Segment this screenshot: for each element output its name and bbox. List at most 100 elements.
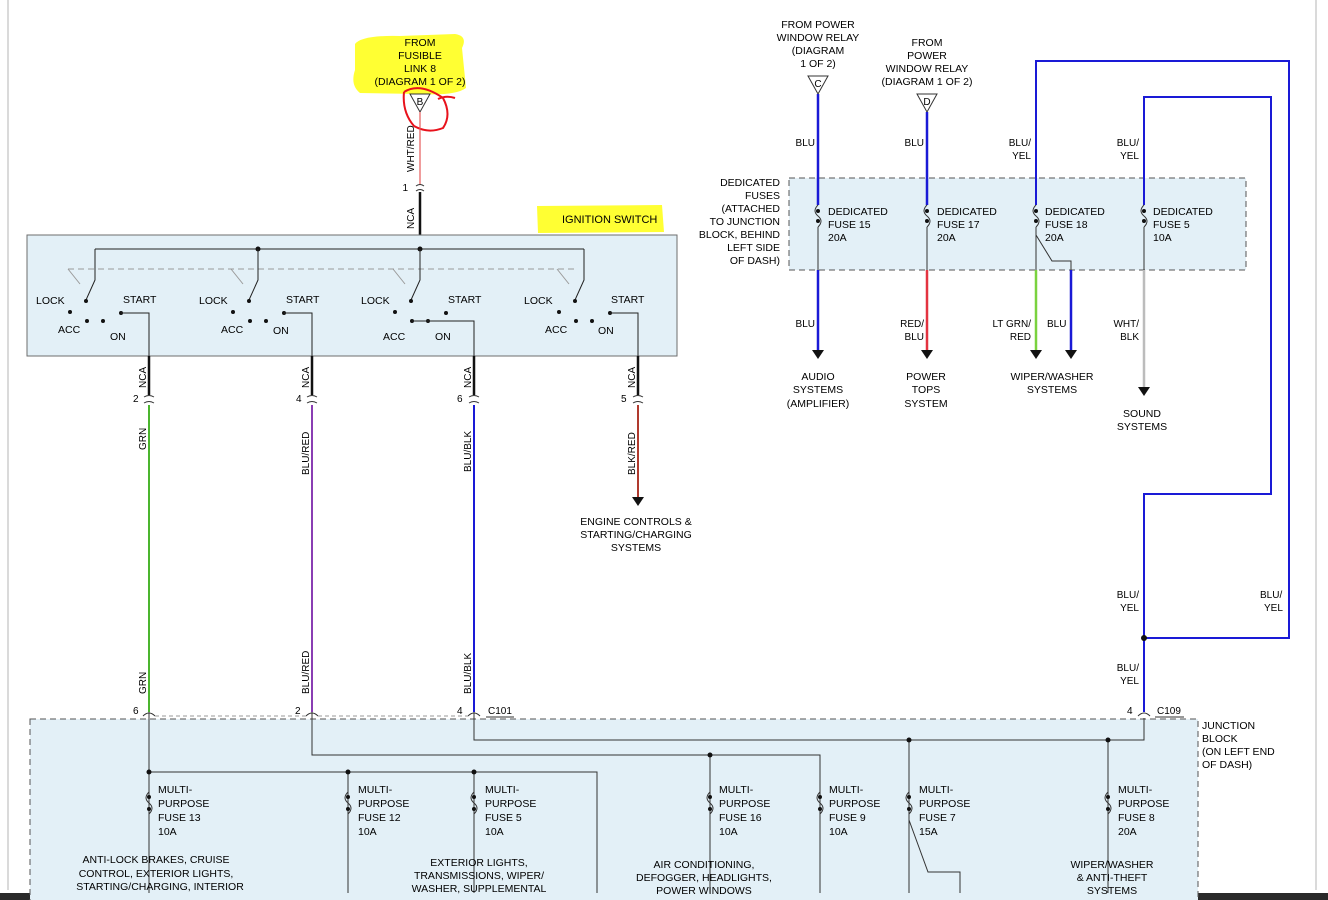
svg-text:FUSES: FUSES — [745, 190, 780, 202]
svg-text:LOCK: LOCK — [524, 295, 553, 307]
multi-fuse-7: MULTI- PURPOSE FUSE 7 15A — [919, 784, 970, 838]
svg-text:4: 4 — [457, 706, 463, 717]
svg-text:1 OF 2): 1 OF 2) — [800, 58, 836, 70]
svg-text:BLU/: BLU/ — [1009, 138, 1031, 149]
svg-text:DEDICATED: DEDICATED — [720, 177, 780, 189]
power-tops-label: POWER TOPS SYSTEM — [904, 371, 947, 410]
connector-c109: 4 C109 — [1127, 706, 1184, 718]
svg-text:WIPER/WASHER: WIPER/WASHER — [1070, 859, 1153, 871]
switch-deck: LOCK START ACC ON — [524, 249, 645, 356]
wire-label-nca: NCA — [406, 208, 417, 229]
fusible-link-line: LINK 8 — [404, 63, 436, 75]
dedicated-fuse-17: BLU RED/ BLU DEDICATED FUSE 17 20A — [900, 112, 997, 359]
svg-text:FUSE 18: FUSE 18 — [1045, 219, 1088, 231]
svg-text:ON: ON — [435, 331, 451, 343]
pin-1: 1 — [402, 183, 408, 194]
svg-text:(AMPLIFIER): (AMPLIFIER) — [787, 398, 849, 410]
svg-text:C: C — [814, 79, 821, 90]
wire-blu-red: NCA 4 BLU/RED BLU/RED — [296, 356, 318, 712]
svg-text:BLU: BLU — [796, 138, 815, 149]
svg-text:SYSTEMS: SYSTEMS — [1117, 421, 1167, 433]
svg-text:PURPOSE: PURPOSE — [919, 798, 970, 810]
svg-text:10A: 10A — [358, 826, 377, 838]
svg-text:20A: 20A — [1045, 232, 1064, 244]
svg-text:ACC: ACC — [545, 324, 568, 336]
switch-deck: LOCK START ACC ON — [36, 249, 157, 356]
svg-text:LOCK: LOCK — [199, 295, 228, 307]
svg-text:GRN: GRN — [138, 428, 149, 450]
fusible-link-line: FUSIBLE — [398, 50, 442, 62]
junction-block-box — [29, 718, 1199, 900]
svg-text:SYSTEMS: SYSTEMS — [611, 542, 661, 554]
annotation-circle — [402, 87, 456, 132]
svg-text:SYSTEMS: SYSTEMS — [1087, 885, 1137, 897]
load-fuse8: WIPER/WASHER & ANTI-THEFT SYSTEMS — [1070, 859, 1153, 897]
svg-text:GRN: GRN — [138, 672, 149, 694]
engine-controls-label: ENGINE CONTROLS & STARTING/CHARGING SYST… — [580, 516, 692, 554]
svg-text:DEDICATED: DEDICATED — [1045, 206, 1105, 218]
svg-text:FROM POWER: FROM POWER — [781, 19, 855, 31]
svg-text:FUSE 7: FUSE 7 — [919, 812, 956, 824]
svg-text:START: START — [286, 294, 320, 306]
svg-text:PURPOSE: PURPOSE — [485, 798, 536, 810]
svg-text:BLU/: BLU/ — [1117, 138, 1139, 149]
audio-systems-label: AUDIO SYSTEMS (AMPLIFIER) — [787, 371, 849, 410]
svg-text:BLU: BLU — [1047, 319, 1066, 330]
svg-text:5: 5 — [621, 394, 627, 405]
svg-text:CONTROL, EXTERIOR LIGHTS,: CONTROL, EXTERIOR LIGHTS, — [79, 868, 234, 880]
fusible-link-line: (DIAGRAM 1 OF 2) — [374, 76, 465, 88]
svg-text:MULTI-: MULTI- — [158, 784, 193, 796]
svg-text:FUSE 9: FUSE 9 — [829, 812, 866, 824]
svg-text:DEDICATED: DEDICATED — [828, 206, 888, 218]
svg-text:FUSE 8: FUSE 8 — [1118, 812, 1155, 824]
svg-text:LOCK: LOCK — [361, 295, 390, 307]
svg-text:BLU: BLU — [905, 332, 924, 343]
svg-text:15A: 15A — [919, 826, 938, 838]
load-fuse5: EXTERIOR LIGHTS, TRANSMISSIONS, WIPER/ W… — [412, 857, 547, 895]
sound-systems-label: SOUND SYSTEMS — [1117, 408, 1167, 433]
svg-text:BLU/RED: BLU/RED — [301, 651, 312, 694]
svg-text:RED/: RED/ — [900, 319, 924, 330]
svg-text:NCA: NCA — [627, 367, 638, 388]
wire-label-blu-yel: BLU/ — [1260, 590, 1282, 601]
svg-text:STARTING/CHARGING, INTERIOR: STARTING/CHARGING, INTERIOR — [76, 881, 244, 893]
relay-c-callout: FROM POWER WINDOW RELAY (DIAGRAM 1 OF 2)… — [777, 19, 859, 96]
svg-text:BLU: BLU — [796, 319, 815, 330]
svg-text:LT GRN/: LT GRN/ — [992, 319, 1031, 330]
svg-text:PURPOSE: PURPOSE — [158, 798, 209, 810]
svg-text:POWER: POWER — [906, 371, 946, 383]
svg-text:D: D — [923, 97, 930, 108]
svg-text:ANTI-LOCK BRAKES, CRUISE: ANTI-LOCK BRAKES, CRUISE — [82, 854, 229, 866]
multi-fuse-12: MULTI- PURPOSE FUSE 12 10A — [358, 784, 409, 838]
svg-text:YEL: YEL — [1012, 151, 1031, 162]
svg-text:YEL: YEL — [1120, 151, 1139, 162]
svg-text:MULTI-: MULTI- — [358, 784, 393, 796]
svg-text:ENGINE CONTROLS &: ENGINE CONTROLS & — [580, 516, 691, 528]
svg-text:BLU/: BLU/ — [1117, 590, 1139, 601]
svg-text:YEL: YEL — [1120, 603, 1139, 614]
connector-c101: 6 2 4 C101 — [133, 706, 514, 718]
dedicated-fuse-15: BLU BLU DEDICATED FUSE 15 20A — [796, 94, 888, 359]
svg-text:10A: 10A — [719, 826, 738, 838]
dedicated-fuse-18: BLU/ YEL LT GRN/ RED BLU DEDICATED FUSE … — [992, 60, 1290, 639]
svg-text:PURPOSE: PURPOSE — [719, 798, 770, 810]
svg-text:LOCK: LOCK — [36, 295, 65, 307]
switch-deck: LOCK START ACC ON — [361, 249, 482, 356]
wiper-systems-label: WIPER/WASHER SYSTEMS — [1010, 371, 1093, 396]
wire-label-blu-yel: YEL — [1264, 603, 1283, 614]
svg-text:STARTING/CHARGING: STARTING/CHARGING — [580, 529, 692, 541]
svg-text:10A: 10A — [158, 826, 177, 838]
svg-text:ON: ON — [273, 325, 289, 337]
svg-text:MULTI-: MULTI- — [719, 784, 754, 796]
svg-text:ON: ON — [598, 325, 614, 337]
svg-text:(ON LEFT END: (ON LEFT END — [1202, 746, 1275, 758]
svg-text:MULTI-: MULTI- — [919, 784, 954, 796]
svg-text:SYSTEMS: SYSTEMS — [1027, 384, 1077, 396]
svg-text:AIR CONDITIONING,: AIR CONDITIONING, — [654, 859, 755, 871]
svg-text:FUSE 15: FUSE 15 — [828, 219, 871, 231]
svg-text:MULTI-: MULTI- — [829, 784, 864, 796]
svg-text:20A: 20A — [1118, 826, 1137, 838]
load-fuse13: ANTI-LOCK BRAKES, CRUISE CONTROL, EXTERI… — [76, 854, 244, 893]
load-fuse16: AIR CONDITIONING, DEFOGGER, HEADLIGHTS, … — [636, 859, 772, 897]
svg-text:YEL: YEL — [1120, 676, 1139, 687]
